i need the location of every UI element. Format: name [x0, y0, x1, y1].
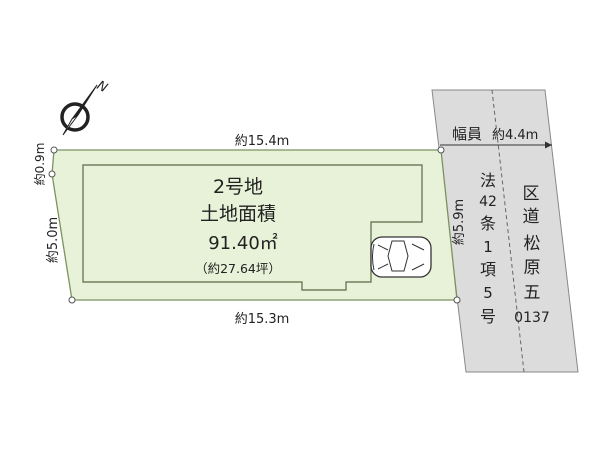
road-centerline — [491, 89, 525, 373]
road-name-char: 原 — [524, 258, 541, 278]
lot-area-tsubo: （約27.64坪） — [195, 261, 281, 276]
corner-marker — [453, 296, 461, 304]
road-name-char: 五 — [524, 283, 541, 303]
building-footprint — [82, 164, 423, 291]
road-name-char: 松 — [524, 234, 541, 254]
road-name-label: 区 道 松 原 五 0137 — [514, 184, 550, 326]
bottom-edge-length: 約15.3m — [235, 312, 290, 327]
car-icon — [370, 236, 432, 278]
corner-marker — [68, 296, 76, 304]
road-width-arrow — [545, 141, 552, 149]
lot-boundary — [51, 149, 458, 301]
road-type-char: 5 — [483, 284, 493, 302]
left-edge-length: 約5.0m — [46, 217, 61, 263]
road-type-label: 法 42 条 1 項 5 号 — [479, 171, 497, 326]
road-width-label: 幅員 — [452, 125, 482, 143]
compass-north-label: N — [94, 78, 110, 96]
corner-marker — [50, 146, 58, 154]
right-edge-length: 約5.9m — [452, 199, 467, 245]
road-name-char: 0137 — [514, 310, 550, 326]
road-name-char: 区 — [523, 184, 540, 204]
road-type-char: 条 — [480, 214, 496, 233]
corner-marker — [48, 170, 56, 178]
road-type-char: 42 — [479, 194, 497, 210]
road-type-char: 1 — [483, 238, 493, 256]
top-edge-length: 約15.4m — [235, 134, 290, 149]
road-name-char: 道 — [523, 207, 540, 227]
lot-area-sqm: 91.40㎡ — [208, 232, 278, 254]
road-type-char: 号 — [480, 307, 496, 326]
road-type-char: 項 — [480, 260, 496, 279]
road-type-char: 法 — [480, 171, 496, 190]
lot-area-title: 土地面積 — [200, 203, 276, 225]
road-width-value: 約4.4m — [492, 128, 538, 143]
lot-name: 2号地 — [213, 176, 263, 198]
compass-icon — [60, 84, 98, 136]
corner-marker — [437, 146, 445, 154]
left-short-edge-length: 約0.9m — [32, 143, 47, 186]
